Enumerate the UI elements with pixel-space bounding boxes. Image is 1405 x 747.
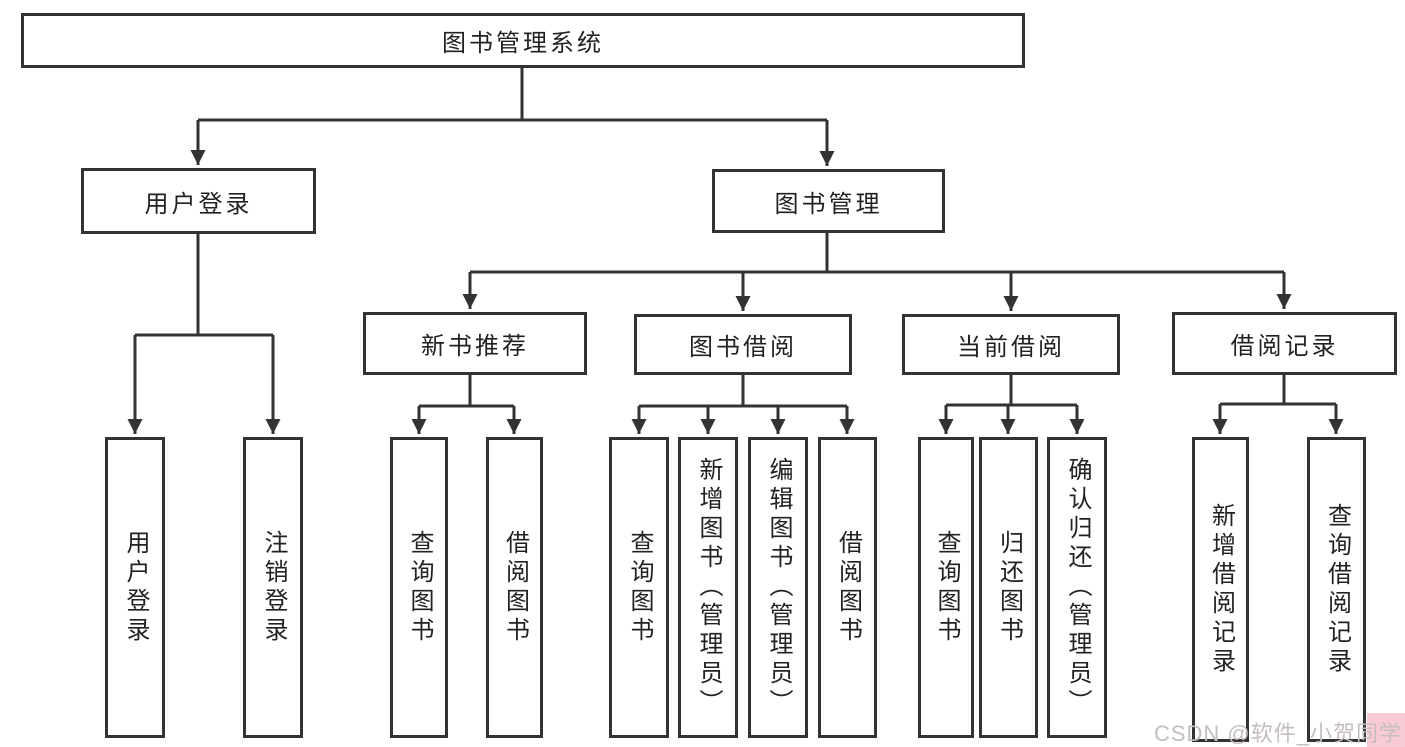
leaf-add-borrow-record: 新增借阅记录 xyxy=(1192,437,1249,742)
leaf-query-book-2: 查询图书 xyxy=(609,437,669,738)
node-current-borrow: 当前借阅 xyxy=(902,314,1120,375)
csdn-watermark: CSDN @软件_小贺同学 xyxy=(1153,721,1402,746)
leaf-query-borrow-record: 查询借阅记录 xyxy=(1307,437,1366,742)
leaf-confirm-return-admin: 确认归还（管理员） xyxy=(1047,437,1107,738)
leaf-add-book-admin: 新增图书（管理员） xyxy=(678,437,738,738)
leaf-user-login: 用户登录 xyxy=(105,437,165,738)
node-book-borrow: 图书借阅 xyxy=(634,314,852,375)
leaf-borrow-book-2: 借阅图书 xyxy=(818,437,877,738)
leaf-return-book: 归还图书 xyxy=(979,437,1038,738)
node-root: 图书管理系统 xyxy=(21,13,1025,68)
leaf-query-book-1: 查询图书 xyxy=(390,437,448,738)
leaf-edit-book-admin: 编辑图书（管理员） xyxy=(748,437,808,738)
node-new-book-recommend: 新书推荐 xyxy=(363,312,587,375)
leaf-query-book-3: 查询图书 xyxy=(918,437,974,738)
node-borrow-records: 借阅记录 xyxy=(1172,312,1397,375)
node-user-login: 用户登录 xyxy=(81,168,316,234)
node-book-management: 图书管理 xyxy=(712,169,945,233)
leaf-logout-login: 注销登录 xyxy=(243,437,303,738)
connector-skeleton xyxy=(135,68,1336,408)
leaf-borrow-book-1: 借阅图书 xyxy=(486,437,543,738)
watermark-accent-square xyxy=(1367,713,1405,747)
